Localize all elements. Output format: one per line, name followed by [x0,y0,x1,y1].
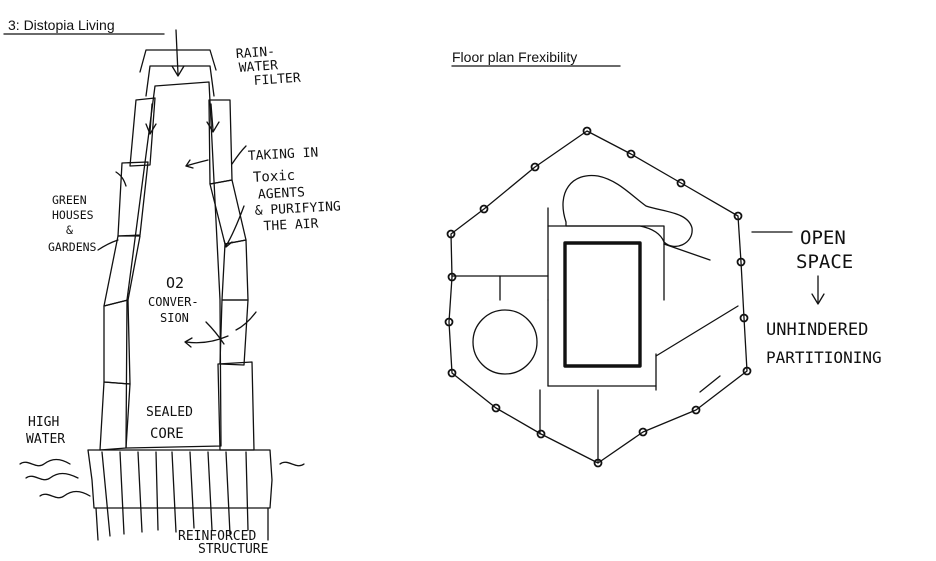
floor-plan-drawing [448,130,825,464]
section-title-floor-plan: Floor plan Frexibility [452,49,578,65]
label-rainwater-filter: RAIN- WATER FILTER [235,43,301,90]
label-open-space: OPEN SPACE [796,227,857,273]
label-high-water: HIGH WATER [26,415,67,447]
label-sealed-core: SEALED CORE [146,405,201,442]
label-reinforced-structure: REINFORCED STRUCTURE [178,529,268,557]
label-o2: O2 [166,274,184,292]
column-markers [444,126,752,468]
tower-drawing [19,29,305,541]
section-title-distopia-living: 3: Distopia Living [8,17,115,33]
label-conversion: CONVER- SION [148,295,206,325]
label-unhindered-partitioning: UNHINDERED PARTITIONING [766,320,882,367]
label-taking-in-toxic-agents: TAKING IN Toxic AGENTS & PURIFYING THE A… [248,144,350,235]
label-green-houses-gardens: GREEN HOUSES & GARDENS [48,193,100,254]
